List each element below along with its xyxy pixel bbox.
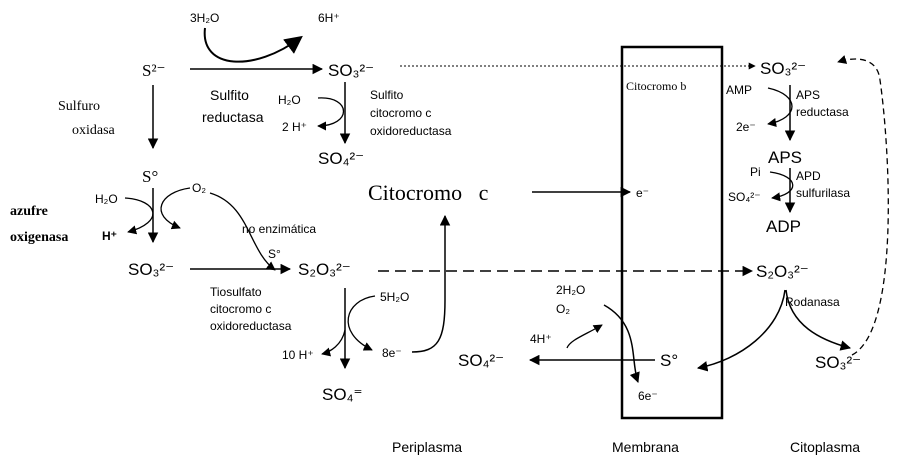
enzyme-azufre-oxigenasa-2: oxigenasa (10, 230, 68, 245)
enzyme-aps-reductasa-2: reductasa (796, 105, 849, 119)
enzyme-sulfito-reductasa-1: Sulfito (210, 87, 249, 103)
enzyme-tiosulfato-3: oxidoreductasa (210, 319, 292, 333)
label-o2-left: O₂ (192, 181, 206, 195)
arrow-h2o-to-2h (317, 97, 345, 131)
label-10h: 10 H⁺ (282, 348, 314, 362)
label-5h2o: 5H₂O (380, 290, 409, 304)
label-s-membrane: S° (660, 351, 678, 370)
compartment-citoplasma: Citoplasma (790, 439, 860, 455)
arrow-rodanasa (785, 289, 852, 351)
label-so3-left: SO₃²⁻ (128, 260, 174, 279)
arrow-amp-to-2e (767, 87, 793, 127)
label-so3-right: SO₃²⁻ (760, 59, 806, 78)
label-s-small: S° (268, 247, 281, 261)
label-e-single: e⁻ (636, 186, 649, 200)
label-2h: 2 H⁺ (282, 120, 307, 134)
label-2e: 2e⁻ (736, 120, 756, 134)
enzyme-tiosulfato-1: Tiosulfato (210, 285, 262, 299)
label-4h: 4H⁺ (530, 332, 552, 346)
label-h2o-a: H₂O (278, 93, 301, 107)
arrow-h2o-to-h (124, 197, 154, 235)
enzyme-sulfuro-oxidasa-1: Sulfuro (58, 99, 100, 114)
arrow-5h2o-to-10h (347, 295, 376, 351)
enzyme-sulfito-cit-2: citocromo c (370, 106, 431, 120)
arrow-s2o3-to-s0 (696, 289, 786, 372)
label-so3-bottom: SO₃²⁻ (815, 353, 861, 372)
label-s0: S° (142, 167, 158, 186)
enzyme-sulfito-cit-1: Sulfito (370, 88, 404, 102)
enzyme-azufre-oxigenasa-1: azufre (10, 204, 48, 219)
arrow-no-enzimatica (209, 192, 276, 271)
label-2h2o: 2H₂O (556, 283, 585, 297)
label-so4-eq: SO₄⁼ (322, 385, 362, 404)
enzyme-sulfito-reductasa-2: reductasa (202, 109, 264, 125)
label-pi: Pi (750, 165, 761, 179)
label-so3-top: SO₃²⁻ (328, 61, 374, 80)
label-aps: APS (768, 148, 802, 167)
enzyme-sulfito-cit-3: oxidoreductasa (370, 124, 452, 138)
arrow-8e-to-citocromo (411, 214, 451, 353)
arrow-o2-curve (160, 187, 191, 230)
label-3h2o: 3H₂O (190, 11, 219, 25)
compartment-periplasma: Periplasma (392, 439, 462, 455)
arrow-10h (321, 329, 346, 357)
label-h2o-b: H₂O (95, 192, 118, 206)
arrow-o2-to-6e (603, 304, 640, 383)
enzyme-aps-reductasa-1: APS (796, 88, 820, 102)
label-so4-top: SO₄²⁻ (318, 149, 364, 168)
enzyme-apd-sulfurilasa-2: sulfurilasa (796, 186, 850, 200)
enzyme-no-enzimatica: no enzimática (242, 222, 316, 236)
arrow-water-curve (203, 27, 303, 63)
enzyme-tiosulfato-2: citocromo c (210, 302, 271, 316)
label-s2: S²⁻ (142, 61, 166, 80)
dashed-return-loop (837, 55, 889, 356)
label-adp: ADP (766, 217, 801, 236)
label-s2o3-mid: S₂O₃²⁻ (298, 260, 351, 279)
enzyme-apd-sulfurilasa-1: APD (796, 169, 821, 183)
arrow-pi-to-so4 (769, 171, 794, 202)
label-6h: 6H⁺ (318, 11, 340, 25)
carrier-citocromo-b: Citocromo b (626, 79, 686, 93)
enzyme-rodanasa: Rodanasa (785, 295, 840, 309)
label-so4-right: SO₄²⁻ (728, 190, 761, 204)
enzyme-sulfuro-oxidasa-2: oxidasa (72, 123, 116, 138)
label-so4-mid: SO₄²⁻ (458, 351, 504, 370)
arrow-to-4h (566, 324, 603, 349)
carrier-citocromo-c: Citocromo c (368, 180, 489, 205)
label-o2-mid: O₂ (556, 302, 570, 316)
label-6e: 6e⁻ (638, 389, 658, 403)
label-amp: AMP (726, 83, 752, 97)
compartment-membrana: Membrana (612, 439, 679, 455)
label-s2o3-right: S₂O₃²⁻ (756, 262, 809, 281)
label-h: H⁺ (102, 229, 117, 243)
membrane-box (620, 45, 724, 420)
label-8e: 8e⁻ (382, 346, 402, 360)
